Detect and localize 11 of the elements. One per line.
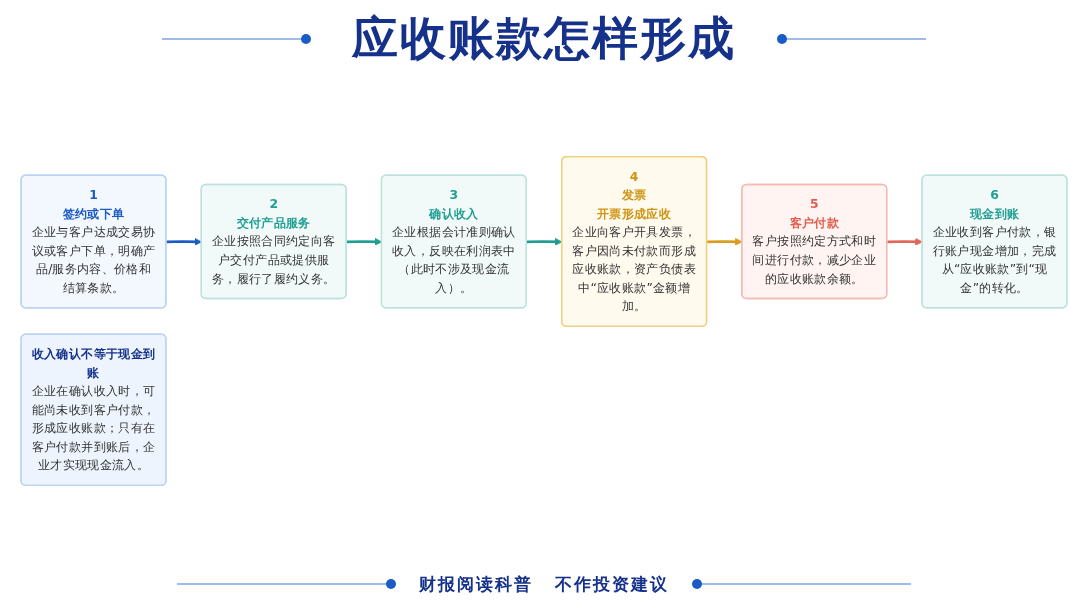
- footer-note: 财报阅读科普: [419, 572, 533, 596]
- step-card: 6 现金到账 企业收到客户付款，银行账户现金增加，完成从“应收账款”到“现金”的转化。: [921, 174, 1068, 309]
- step-card: 3 确认收入 企业根据会计准则确认收入，反映在利润表中（此时不涉及现金流入）。: [380, 174, 527, 309]
- step-card: 5 客户付款 客户按照约定方式和时间进行付款，减少企业的应收账款余额。: [741, 183, 888, 300]
- step-card: 4 发票 开票形成应收 企业向客户开具发票，客户因尚未付款而形成应收账款，资产负债表中“应收账款”金额增加。: [561, 156, 708, 327]
- arrow: [887, 237, 923, 246]
- footer-note: 不作投资建议: [555, 572, 669, 596]
- note-box: 收入确认不等于现金到账 企业在确认收入时，可能尚未收到客户付款，形成应收账款；只有在客户付款并到账后，企业才实现现金流入。: [20, 333, 167, 486]
- step-card: 2 交付产品服务 企业按照合同约定向客户交付产品或提供服务，履行了履约义务。: [200, 183, 347, 300]
- title: 应收账款怎样形成: [352, 10, 736, 67]
- step-card: 1 签约或下单 企业与客户达成交易协议或客户下单，明确产品/服务内容、价格和结算条款。: [20, 174, 167, 309]
